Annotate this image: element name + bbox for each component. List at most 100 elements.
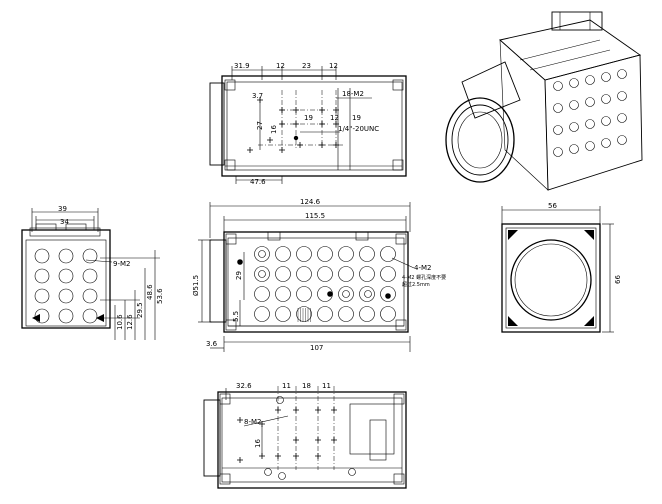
vent-hole [254, 266, 270, 282]
side-dim-12-6: 12.6 [126, 314, 134, 330]
vent-hole [317, 266, 333, 282]
top-dim-47-6: 47.6 [250, 178, 266, 186]
screw-hole [278, 472, 286, 480]
side-view: 39 34 48.6 53.6 29.5 12.6 10.6 9-M2 [21, 205, 164, 340]
screw-mark [327, 291, 333, 297]
vent-hole [617, 69, 627, 79]
screw-mark [237, 259, 243, 265]
vent-hole [275, 266, 291, 282]
vent-hole [34, 288, 50, 304]
vent-hole [585, 141, 595, 151]
vent-hole [58, 268, 74, 284]
vent-hole [359, 266, 375, 282]
end-view: 56 66 [501, 202, 622, 333]
side-dim-29-5: 29.5 [136, 302, 144, 318]
vent-hole [338, 286, 354, 302]
front-dim-107: 107 [310, 344, 323, 352]
screw-hole [276, 396, 284, 404]
front-callout-4-m2: 4-M2 [414, 264, 431, 272]
side-dim-39: 39 [58, 205, 67, 213]
vent-hole [601, 116, 611, 126]
vent-hole [275, 306, 291, 322]
top-dim-27: 27 [256, 121, 264, 130]
screw-hole [348, 468, 356, 476]
vent-hole [296, 246, 312, 262]
top-dim-31-9: 31.9 [234, 62, 250, 70]
vent-hole [58, 308, 74, 324]
vent-hole [338, 246, 354, 262]
top-callout-18-m2: 18-M2 [342, 90, 364, 98]
front-dim-3-6: 3.6 [206, 340, 218, 348]
vent-hole-inner [342, 290, 350, 298]
vent-hole [601, 94, 611, 104]
top-dim-19-a: 19 [304, 114, 313, 122]
vent-hole [317, 306, 333, 322]
vent-hole [585, 119, 595, 129]
vent-hole [569, 122, 579, 132]
vent-hole [380, 246, 396, 262]
front-dim-124-6: 124.6 [300, 198, 321, 206]
vent-hole [569, 144, 579, 154]
top-dim-16: 16 [270, 125, 278, 134]
vent-hole [617, 91, 627, 101]
vent-hole-inner [258, 270, 266, 278]
top-callout-unc: 1/4"-20UNC [338, 125, 379, 133]
side-dim-10-6: 10.6 [116, 314, 124, 330]
vent-hole [58, 248, 74, 264]
vent-hole [359, 306, 375, 322]
front-dim-5-5: 5.5 [232, 311, 240, 322]
bottom-view: 32.6 11 18 11 16 8-M2 [203, 382, 407, 489]
vent-hole [380, 266, 396, 282]
vent-hole [82, 248, 98, 264]
side-dim-53-6: 53.6 [156, 288, 164, 304]
top-dim-19-b: 19 [352, 114, 361, 122]
vent-hole-inner [364, 290, 372, 298]
top-dim-12-c: 12 [330, 114, 339, 122]
front-view: 124.6 115.5 29 5.5 3.6 107 Ø51.5 4-M2 4-… [192, 198, 446, 352]
vent-hole [254, 246, 270, 262]
bottom-dim-16: 16 [254, 439, 262, 448]
end-dim-66: 66 [614, 275, 622, 284]
vent-hole [617, 135, 627, 145]
vent-hole [317, 246, 333, 262]
mount-hole-mark [237, 457, 243, 463]
vent-hole [569, 100, 579, 110]
vent-hole [34, 268, 50, 284]
front-dim-phi-51-5: Ø51.5 [192, 275, 200, 296]
vent-hole [275, 246, 291, 262]
vent-hole [296, 306, 312, 322]
vent-hole [380, 306, 396, 322]
vent-hole [585, 97, 595, 107]
side-callout-9-m2: 9-M2 [113, 260, 130, 268]
vent-hole [601, 138, 611, 148]
vent-hole [601, 72, 611, 82]
vent-hole [34, 248, 50, 264]
screw-mark [385, 293, 391, 299]
screw-hole [264, 468, 272, 476]
vent-hole [82, 308, 98, 324]
vent-hole-inner [258, 250, 266, 258]
vent-hole [275, 286, 291, 302]
bottom-dim-18: 18 [302, 382, 311, 390]
vent-hole [569, 78, 579, 88]
vent-hole [553, 125, 563, 135]
vent-hole [82, 268, 98, 284]
vent-hole [296, 266, 312, 282]
mount-hole-mark [267, 137, 273, 143]
isometric-view [445, 11, 643, 191]
top-dim-3-7: 3.7 [252, 92, 263, 100]
vent-hole [359, 286, 375, 302]
vent-hole [338, 266, 354, 282]
front-note-line-2: 超过2.5mm [402, 281, 430, 288]
vent-hole [254, 306, 270, 322]
side-dim-48-6: 48.6 [146, 284, 154, 300]
top-dim-12-a: 12 [276, 62, 285, 70]
vent-hole [359, 246, 375, 262]
vent-hole [553, 103, 563, 113]
front-note-line-1: 4-M2 螺孔深度不要 [402, 274, 446, 281]
bottom-dim-32-6: 32.6 [236, 382, 252, 390]
top-dim-12-b: 12 [329, 62, 338, 70]
mount-hole-mark [247, 147, 253, 153]
vent-hole [338, 306, 354, 322]
